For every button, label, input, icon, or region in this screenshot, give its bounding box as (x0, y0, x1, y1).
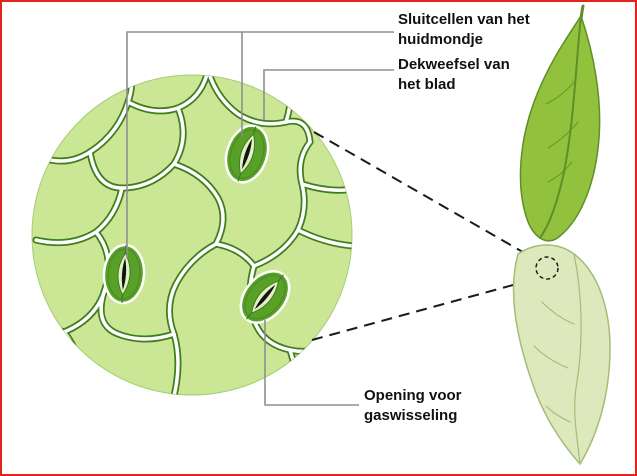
leaf-illustration (512, 4, 611, 466)
leaf-pale-vein-1 (541, 301, 575, 325)
leaf-pale-underside (512, 244, 611, 466)
leaf-midrib (539, 15, 582, 239)
leaf-vein-3 (547, 161, 573, 183)
zoom-target-circle (535, 256, 559, 280)
pointer-line-opening (264, 320, 359, 406)
leaf-vein-2 (547, 121, 579, 149)
leaf-pale-vein-3 (545, 405, 571, 423)
label-opening: Opening voor gaswisseling (364, 387, 462, 424)
label-dekweefsel: Dekweefsel van het blad (398, 56, 510, 93)
zoom-dashed-line-upper (313, 131, 536, 260)
label-sluitcellen: Sluitcellen van het huidmondje (398, 11, 530, 48)
zoom-dashed-line-lower (311, 278, 536, 341)
pointer-line-dekweefsel (263, 69, 394, 120)
leaf-blade (519, 14, 601, 242)
leaf-pale-fold-line (573, 253, 582, 465)
pointer-line-sluitcellen (126, 31, 394, 258)
microscope-view-circle (31, 74, 353, 396)
leaf-vein-1 (545, 81, 575, 105)
leaf-pale-vein-2 (533, 345, 569, 369)
